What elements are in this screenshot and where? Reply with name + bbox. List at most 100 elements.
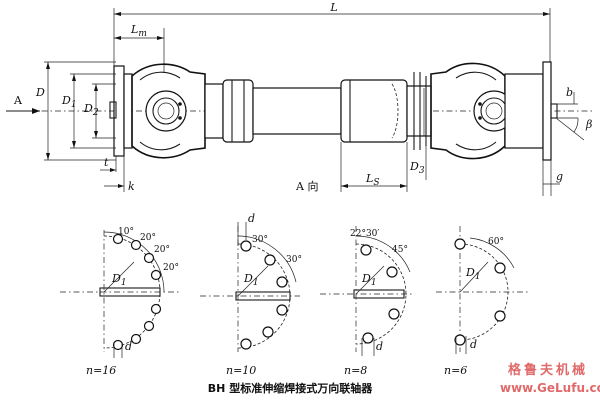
dim-L-label: L bbox=[329, 1, 337, 14]
hidden-spline bbox=[391, 83, 399, 139]
d1-label: D1 bbox=[465, 266, 481, 282]
n-label: n=10 bbox=[226, 364, 256, 377]
keyway bbox=[235, 291, 291, 301]
bolt-hole bbox=[130, 333, 142, 345]
d1-leader bbox=[237, 265, 269, 297]
bolt-hole bbox=[150, 303, 162, 315]
d1-leader bbox=[459, 261, 489, 293]
right-cross-bearing-core bbox=[485, 102, 503, 120]
bolt-dot bbox=[178, 102, 182, 106]
n-label: n=6 bbox=[444, 364, 467, 377]
arrow-head bbox=[72, 141, 76, 148]
angle-arc bbox=[573, 117, 579, 133]
d-label: d bbox=[125, 340, 132, 353]
bolt-hole bbox=[143, 320, 155, 332]
angle-arc bbox=[469, 237, 515, 269]
right-key bbox=[550, 103, 558, 119]
view-arrow-label: A bbox=[13, 94, 23, 107]
yoke-arc bbox=[139, 71, 181, 81]
arrow-head bbox=[72, 74, 76, 81]
angle-arc bbox=[237, 235, 297, 283]
dim-D1-label: D1 bbox=[61, 94, 77, 110]
bolt-hole bbox=[112, 339, 124, 351]
angle-label: 60° bbox=[488, 237, 504, 247]
bolt-hole bbox=[240, 338, 252, 350]
bolt-circle bbox=[355, 243, 407, 345]
arrow-head bbox=[341, 184, 348, 188]
bolt-circle bbox=[459, 243, 509, 341]
bolt-dot bbox=[178, 116, 182, 120]
bolt-hole bbox=[362, 332, 374, 344]
angle-line bbox=[555, 117, 585, 141]
angle-label: 22°30′ bbox=[350, 229, 379, 239]
d1-label: D1 bbox=[111, 272, 127, 288]
arrow-head bbox=[46, 153, 50, 160]
bolt-dot bbox=[478, 102, 482, 106]
left-flange-spigot bbox=[123, 73, 133, 149]
flange-view-n10: d 30° 30° D1 n=10 bbox=[200, 212, 302, 377]
bolt-hole bbox=[264, 254, 276, 266]
bolt-hole bbox=[143, 252, 155, 264]
n-label: n=8 bbox=[344, 364, 367, 377]
dim-Lm-label: Lm bbox=[130, 23, 147, 39]
angle-label: 20° bbox=[154, 245, 170, 255]
left-key bbox=[109, 101, 117, 119]
left-yoke bbox=[131, 63, 206, 159]
arrow-head bbox=[114, 36, 121, 40]
arrow-head bbox=[157, 36, 164, 40]
watermark-url: www.GeLufu.com bbox=[500, 381, 600, 395]
left-collar bbox=[204, 83, 224, 139]
angle-arc bbox=[355, 235, 411, 273]
bolt-hole bbox=[112, 233, 124, 245]
arrow-head bbox=[94, 131, 98, 138]
main-view: L Lm bbox=[6, 1, 592, 196]
flange-view-n6: 60° D1 d n=6 bbox=[436, 226, 530, 377]
angle-arc bbox=[103, 231, 165, 293]
dim-D3-label: D3 bbox=[409, 160, 425, 176]
left-sleeve bbox=[222, 79, 254, 143]
angle-label: 30° bbox=[252, 235, 268, 245]
view-arrow-head bbox=[32, 108, 40, 114]
left-cross-bearing-inner bbox=[152, 97, 180, 125]
right-flange bbox=[542, 61, 552, 161]
angle-label: 20° bbox=[140, 233, 156, 243]
dim-t-label: t bbox=[104, 156, 109, 169]
arrow-head bbox=[543, 12, 550, 16]
bolt-hole bbox=[262, 326, 274, 338]
flange-view-n8: 22°30′ 45° D1 d n=8 bbox=[320, 226, 412, 377]
yoke-arc bbox=[455, 141, 497, 151]
bolt-hole bbox=[454, 334, 466, 346]
d1-label: D1 bbox=[243, 272, 259, 288]
right-collar bbox=[406, 85, 432, 137]
d-label: d bbox=[376, 340, 383, 353]
bolt-hole bbox=[150, 269, 162, 281]
bolt-hole bbox=[388, 308, 400, 320]
bolt-hole bbox=[386, 266, 398, 278]
left-cross-bearing bbox=[145, 90, 187, 132]
dim-k-label: k bbox=[128, 180, 135, 193]
arrow-head bbox=[46, 62, 50, 69]
arrow-head bbox=[114, 12, 121, 16]
bolt-dot bbox=[478, 116, 482, 120]
d1-leader bbox=[355, 265, 385, 295]
dim-b-label: b bbox=[566, 86, 573, 99]
yoke-arc bbox=[139, 141, 181, 151]
dim-D-label: D bbox=[35, 86, 45, 99]
yoke-arc bbox=[455, 71, 497, 81]
figure-caption: BH 型标准伸缩焊接式万向联轴器 bbox=[208, 381, 373, 395]
bolt-hole bbox=[130, 239, 142, 251]
angle-label: 10° bbox=[118, 227, 134, 237]
bolt-hole bbox=[276, 304, 288, 316]
right-hub bbox=[504, 73, 544, 149]
angle-label: 30° bbox=[286, 255, 302, 265]
dim-Ls-label: LS bbox=[365, 172, 379, 188]
keyway bbox=[99, 287, 161, 297]
watermark-brand: 格鲁夫机械 bbox=[508, 362, 588, 378]
angle-label: 20° bbox=[163, 263, 179, 273]
bolt-hole bbox=[494, 262, 506, 274]
keyway bbox=[353, 289, 405, 299]
left-cross-bearing-core bbox=[157, 102, 175, 120]
telescopic-sleeve bbox=[340, 79, 408, 143]
d1-label: D1 bbox=[361, 272, 377, 288]
